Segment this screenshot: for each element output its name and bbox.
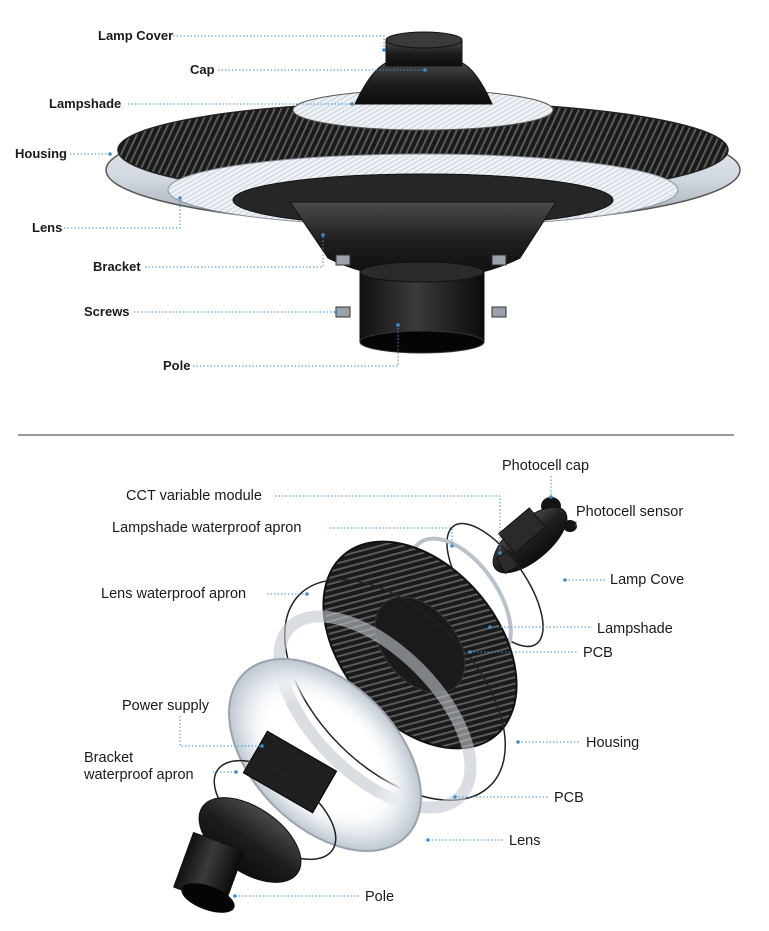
label-cap: Cap [190, 62, 215, 77]
assembled-lamp-drawing [105, 31, 741, 354]
label-pole: Pole [365, 889, 394, 905]
label-cct-variable-module: CCT variable module [126, 488, 262, 504]
screw-right-1 [491, 254, 507, 266]
power-supply-part [242, 730, 338, 814]
housing-center [374, 596, 466, 694]
label-lampshade: Lampshade [597, 621, 673, 637]
pole-top [359, 261, 485, 283]
label-housing: Housing [586, 735, 639, 751]
label-bracket: Bracket [84, 750, 133, 766]
label-lens-waterproof-apron: Lens waterproof apron [101, 586, 246, 602]
label-bracket: Bracket [93, 259, 141, 274]
label-lamp-cove: Lamp Cove [610, 572, 684, 588]
label-pcb-lower: PCB [554, 790, 584, 806]
screw-left-1 [335, 254, 351, 266]
label-pole: Pole [163, 358, 190, 373]
label-pcb-upper: PCB [583, 645, 613, 661]
label-lampshade: Lampshade [49, 96, 121, 111]
label-lens: Lens [32, 220, 62, 235]
label-lampshade-waterproof-apron: Lampshade waterproof apron [112, 520, 301, 536]
pole-bracket-part [173, 797, 302, 913]
lens-part [228, 658, 422, 852]
exploded-lamp-drawing [173, 497, 577, 913]
label-housing: Housing [15, 146, 67, 161]
pole-bottom [359, 330, 485, 354]
label-photocell-sensor: Photocell sensor [576, 504, 683, 520]
screw-left-2 [335, 306, 351, 318]
label-screws: Screws [84, 304, 130, 319]
cap [354, 61, 493, 105]
exploded-callouts: Photocell cap CCT variable module Photoc… [83, 458, 684, 905]
lamp-cover-top [385, 31, 463, 49]
label-photocell-cap: Photocell cap [502, 458, 589, 474]
label-waterproof-apron: waterproof apron [83, 767, 194, 783]
lamp-cove [492, 506, 568, 574]
label-lamp-cover: Lamp Cover [98, 28, 173, 43]
label-lens: Lens [509, 833, 540, 849]
label-power-supply: Power supply [122, 698, 210, 714]
assembled-callouts: Lamp Cover Cap Lampshade Housing Lens Br… [15, 28, 427, 373]
screw-right-2 [491, 306, 507, 318]
